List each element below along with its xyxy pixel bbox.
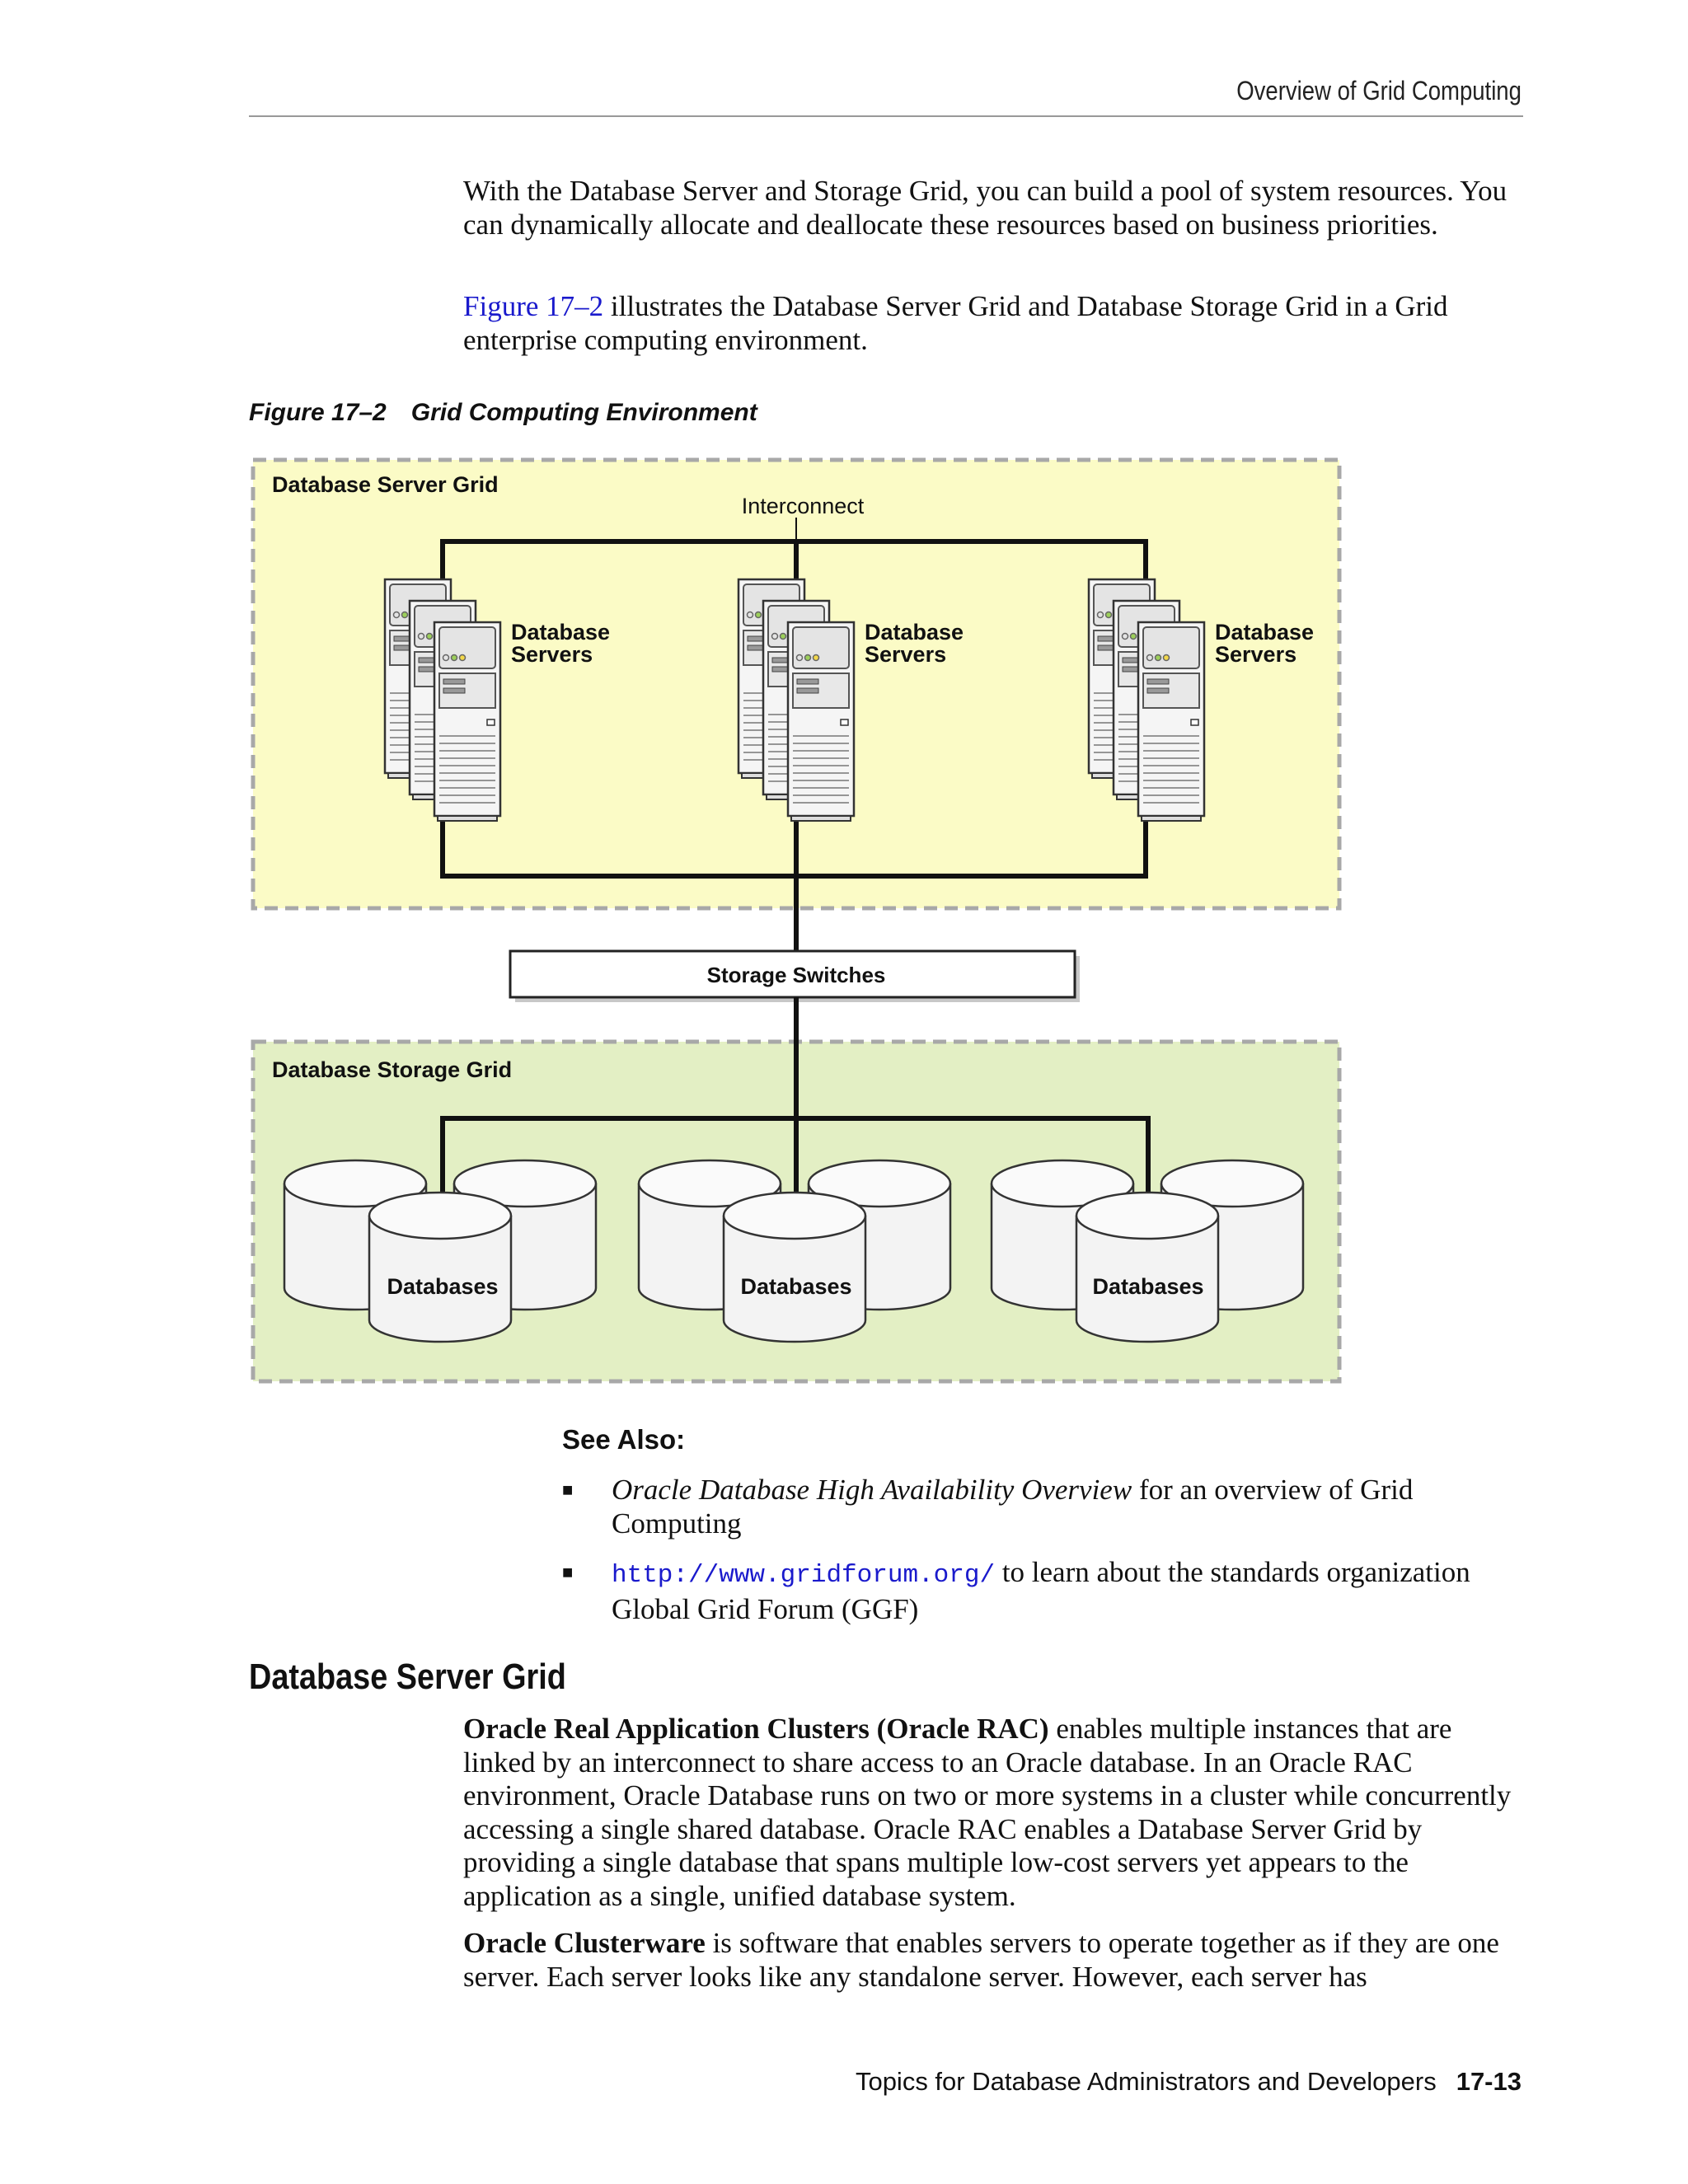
- clusterware-paragraph-text: is software that enables servers to oper…: [463, 1927, 1499, 1993]
- storage-bus: [440, 997, 1151, 1199]
- see-also-item-text: to learn about the standards organizatio…: [612, 1556, 1470, 1625]
- server-label: Database: [1215, 620, 1314, 644]
- storage-grid-label: Database Storage Grid: [272, 1057, 512, 1082]
- database-label: Databases: [1092, 1274, 1203, 1299]
- page-number: 17-13: [1456, 2067, 1522, 2096]
- running-header: Overview of Grid Computing: [1236, 76, 1522, 105]
- bullet-square-icon: ■: [562, 1479, 574, 1500]
- footer-book-title: Topics for Database Administrators and D…: [855, 2067, 1437, 2096]
- storage-switches-label: Storage Switches: [707, 963, 886, 987]
- server-label: Servers: [1215, 642, 1296, 667]
- gridforum-url-link[interactable]: http://www.gridforum.org/: [612, 1561, 996, 1590]
- server-stack-2: Database Servers: [737, 578, 964, 823]
- header-rule: [249, 115, 1523, 117]
- database-group-3: Databases: [990, 1159, 1305, 1343]
- rac-paragraph: Oracle Real Application Clusters (Oracle…: [463, 1713, 1526, 1913]
- figure-cross-reference-link[interactable]: Figure 17–2: [463, 290, 604, 322]
- database-label: Databases: [387, 1274, 498, 1299]
- figure-number: Figure 17–2: [249, 399, 387, 426]
- server-stack-1: Database Servers: [383, 578, 610, 823]
- server-label: Servers: [511, 642, 593, 667]
- interconnect-label: Interconnect: [742, 494, 865, 518]
- figure-title: Grid Computing Environment: [410, 399, 757, 426]
- database-label: Databases: [740, 1274, 851, 1299]
- bullet-square-icon: ■: [562, 1562, 574, 1582]
- see-also-heading: See Also:: [562, 1424, 686, 1455]
- running-footer: Topics for Database Administrators and D…: [856, 2067, 1522, 2097]
- clusterware-paragraph: Oracle Clusterware is software that enab…: [463, 1927, 1526, 1994]
- intro-paragraph-figure-ref: Figure 17–2 illustrates the Database Ser…: [463, 290, 1526, 357]
- database-group-1: Databases: [283, 1159, 598, 1343]
- rac-paragraph-text: enables multiple instances that are link…: [463, 1713, 1512, 1912]
- figure-caption: Figure 17–2 Grid Computing Environment: [249, 399, 757, 427]
- rac-term: Oracle Real Application Clusters (Oracle…: [463, 1713, 1049, 1745]
- intro-paragraph: With the Database Server and Storage Gri…: [463, 175, 1507, 241]
- server-stack-3: Database Servers: [1087, 578, 1314, 823]
- server-label: Database: [865, 620, 964, 644]
- server-grid-label: Database Server Grid: [272, 472, 499, 497]
- server-label: Database: [511, 620, 610, 644]
- section-heading: Database Server Grid: [249, 1657, 566, 1697]
- database-group-2: Databases: [637, 1159, 952, 1343]
- book-title-link[interactable]: Oracle Database High Availability Overvi…: [612, 1474, 1132, 1506]
- intro-paragraph-text: illustrates the Database Server Grid and…: [463, 290, 1448, 356]
- server-label: Servers: [865, 642, 946, 667]
- storage-switches-box: [509, 949, 1076, 999]
- clusterware-term: Oracle Clusterware: [463, 1927, 706, 1959]
- see-also-item-text: for an overview of Grid Computing: [612, 1474, 1414, 1540]
